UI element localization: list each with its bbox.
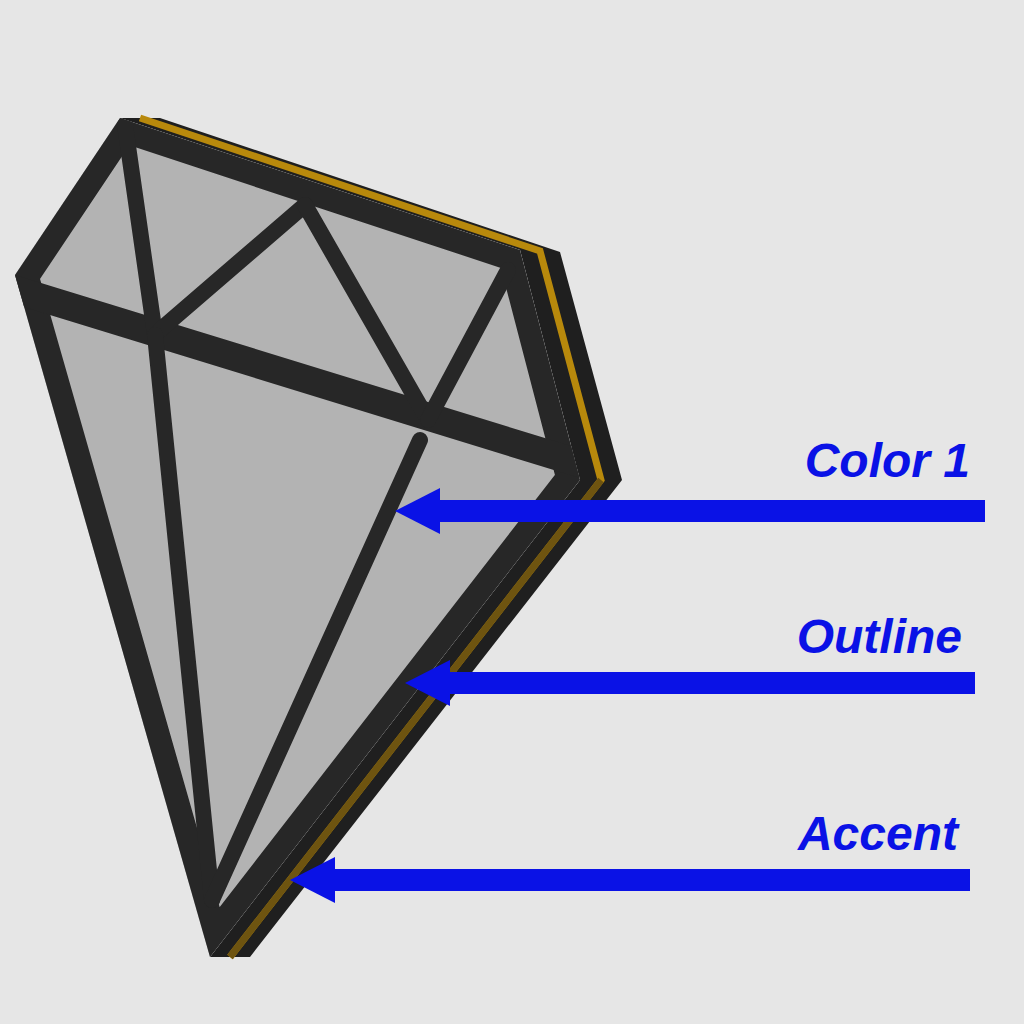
leader-arrow	[445, 672, 975, 694]
leader-arrow	[435, 500, 985, 522]
callout-label: Color 1	[805, 437, 970, 485]
leader-arrow	[330, 869, 970, 891]
color1-face	[15, 118, 580, 957]
callout-label: Accent	[798, 810, 958, 858]
outline-lines	[10, 118, 585, 957]
arrow-head	[405, 660, 450, 706]
leader-arrows	[290, 488, 985, 903]
arrow-head	[290, 857, 335, 903]
callout-label: Outline	[797, 613, 962, 661]
arrow-head	[395, 488, 440, 534]
